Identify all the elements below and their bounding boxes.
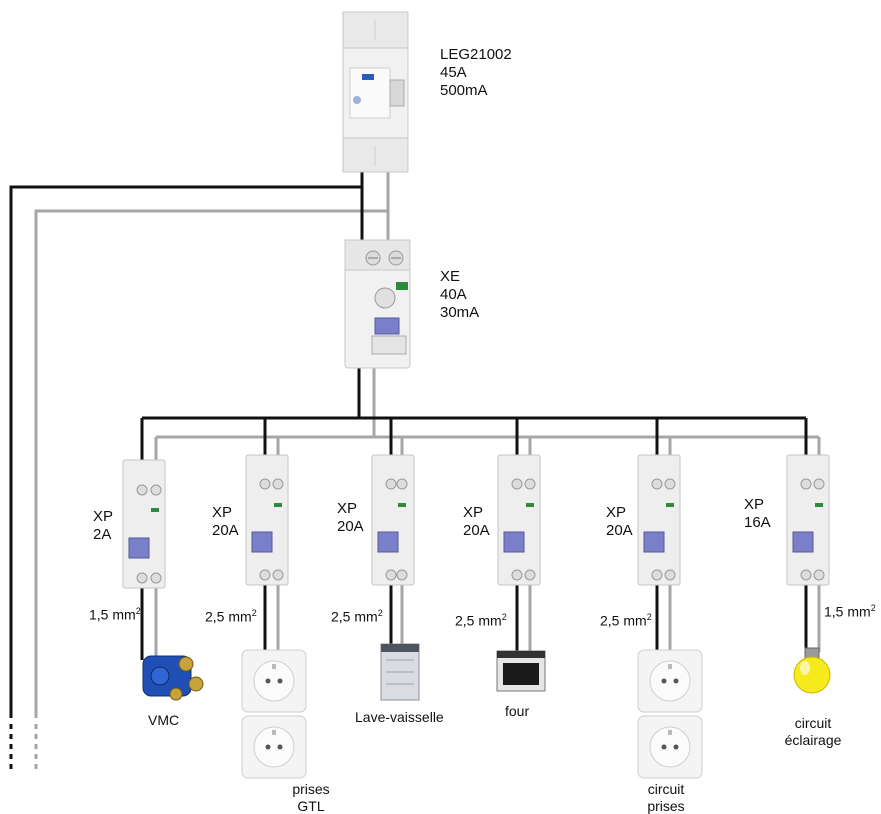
breaker-rating: 20A	[212, 522, 239, 539]
main-breaker-rating: 45A	[440, 64, 467, 81]
load-label-four: four	[505, 703, 530, 719]
main-breaker-device	[342, 11, 409, 173]
breaker-rating: 16A	[744, 514, 771, 531]
dishwasher-icon	[380, 643, 420, 701]
rcd-device	[344, 239, 411, 369]
rcd-rating: 40A	[440, 286, 467, 303]
breaker-device-4	[497, 454, 541, 586]
socket-outlet-icon	[241, 715, 307, 779]
breaker-ref: XP	[212, 504, 233, 521]
vmc-unit-icon	[142, 655, 204, 701]
breaker-label-4: XP 20A	[463, 504, 490, 540]
breaker-ref: XP	[606, 504, 627, 521]
cable-section-5: 2,5 mm2	[600, 612, 652, 629]
breaker-rating: 20A	[606, 522, 633, 539]
rcd-ref: XE	[440, 268, 461, 285]
cable-section-4: 2,5 mm2	[455, 612, 507, 629]
rcd-label: XE 40A 30mA	[440, 268, 479, 322]
breaker-ref: XP	[337, 500, 358, 517]
main-breaker-label: LEG21002 45A 500mA	[440, 46, 512, 100]
cable-section-3: 2,5 mm2	[331, 608, 383, 625]
socket-outlet-icon	[241, 649, 307, 713]
breaker-device-5	[637, 454, 681, 586]
breaker-label-6: XP 16A	[744, 496, 771, 532]
breaker-rating: 20A	[337, 518, 364, 535]
cable-section-2: 2,5 mm2	[205, 608, 257, 625]
breaker-label-3: XP 20A	[337, 500, 364, 536]
load-label-vmc: VMC	[148, 712, 180, 728]
breaker-device-3	[371, 454, 415, 586]
phase-wires	[9, 172, 808, 718]
breaker-ref: XP	[93, 508, 114, 525]
load-label-prises-gtl: prises GTL	[292, 781, 330, 814]
breaker-ref: XP	[463, 504, 484, 521]
oven-icon	[496, 650, 546, 692]
main-breaker-sensitivity: 500mA	[440, 82, 488, 99]
load-label-circuit-prises: circuit prises	[647, 781, 685, 814]
main-breaker-ref: LEG21002	[440, 46, 512, 63]
breaker-device-2	[245, 454, 289, 586]
socket-outlet-icon	[637, 649, 703, 713]
breaker-devices	[122, 454, 830, 589]
breaker-device-6	[786, 454, 830, 586]
breaker-ref: XP	[744, 496, 765, 513]
load-label-lave-vaisselle: Lave-vaisselle	[355, 709, 444, 725]
rcd-sensitivity: 30mA	[440, 304, 480, 321]
cable-section-1: 1,5 mm2	[89, 606, 141, 623]
neutral-wires	[34, 172, 821, 718]
breaker-label-5: XP 20A	[606, 504, 633, 540]
socket-outlet-icon	[637, 715, 703, 779]
breaker-label-2: XP 20A	[212, 504, 239, 540]
breaker-rating: 2A	[93, 526, 112, 543]
breaker-rating: 20A	[463, 522, 490, 539]
light-bulb-icon	[793, 647, 831, 694]
breaker-device-1	[122, 459, 166, 589]
breaker-label-1: XP 2A	[93, 508, 113, 544]
cable-section-6: 1,5 mm2	[824, 603, 876, 620]
load-label-circuit-eclairage: circuit éclairage	[784, 715, 842, 748]
